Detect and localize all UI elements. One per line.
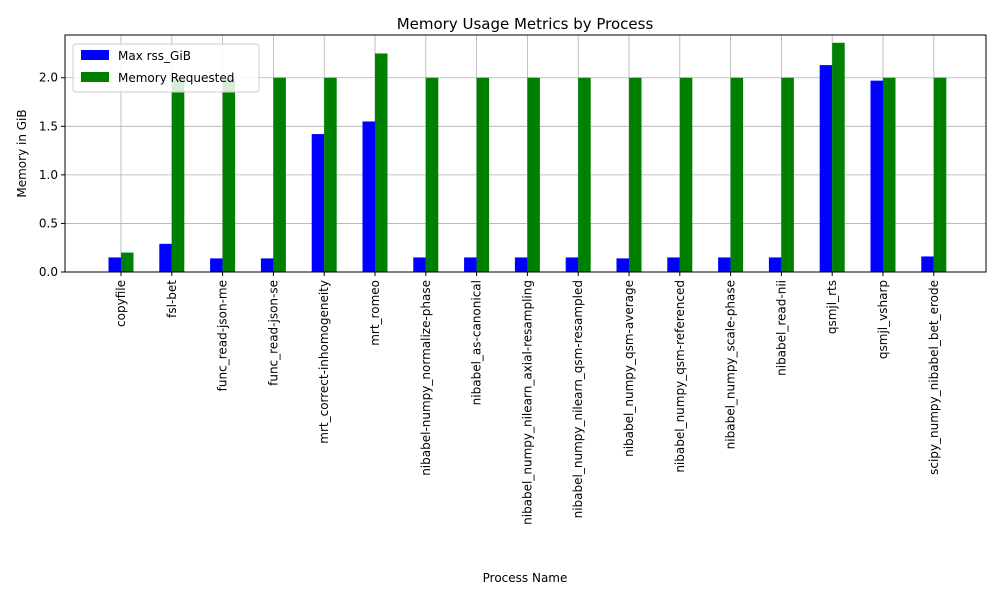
legend: Max rss_GiB Memory Requested (72, 43, 260, 93)
bars (108, 42, 947, 273)
bar-memory-requested (222, 77, 236, 272)
bar-max-rss (768, 257, 782, 272)
bar-max-rss (718, 257, 731, 272)
legend-frame (72, 43, 260, 93)
x-tick-label: func_read-json-me (216, 280, 230, 391)
bar-memory-requested (933, 77, 947, 272)
y-tick-label: 2.0 (39, 71, 58, 85)
legend-swatch-memory-requested (81, 72, 109, 82)
bar-memory-requested (730, 77, 744, 272)
bar-memory-requested (121, 252, 134, 272)
x-tick-label: scipy_numpy_nibabel_bet_erode (927, 280, 941, 475)
x-tick-label: nibabel_numpy_qsm-referenced (673, 280, 687, 473)
x-tick-label: qsmjl_vsharp (876, 280, 890, 359)
x-axis: copyfile fsl-bet func_read-json-me func_rea… (114, 272, 941, 525)
x-tick-label: qsmjl_rts (825, 280, 839, 334)
plot-frame (64, 34, 987, 273)
x-tick-label: copyfile (114, 280, 128, 327)
y-tick-label: 0.5 (39, 216, 58, 230)
x-tick-label: nibabel-numpy_normalize-phase (419, 280, 433, 476)
x-tick-label: mrt_romeo (368, 280, 382, 346)
bar-max-rss (210, 258, 223, 272)
bar-memory-requested (679, 77, 693, 272)
legend-label-max-rss: Max rss_GiB (118, 49, 191, 63)
bar-memory-requested (578, 77, 591, 272)
x-tick-label: nibabel_as-canonical (470, 280, 484, 405)
bar-max-rss (819, 65, 833, 272)
bar-max-rss (362, 121, 375, 273)
y-tick-label: 1.5 (39, 119, 58, 133)
bar-max-rss (108, 257, 121, 272)
bar-max-rss (565, 257, 579, 272)
y-tick-label: 1.0 (39, 168, 58, 182)
x-tick-label: nibabel_numpy_nilearn_axial-resampling (520, 280, 534, 525)
x-tick-label: mrt_correct-inhomogeneity (317, 280, 331, 444)
bar-max-rss (260, 258, 274, 272)
x-tick-label: fsl-bet (165, 280, 179, 318)
bar-max-rss (870, 80, 883, 272)
y-axis-label: Memory in GiB (15, 109, 29, 197)
bar-max-rss (413, 257, 426, 272)
bar-memory-requested (476, 77, 490, 272)
bar-memory-requested (425, 77, 439, 272)
bar-max-rss (667, 257, 680, 272)
x-tick-label: func_read-json-se (266, 280, 280, 386)
x-axis-label: Process Name (483, 571, 568, 585)
bar-memory-requested (527, 77, 540, 272)
x-tick-label: nibabel_numpy_scale-phase (724, 280, 738, 449)
x-tick-label: nibabel_numpy_qsm-average (622, 280, 636, 457)
bar-memory-requested (375, 53, 388, 272)
bar-max-rss (921, 256, 934, 272)
legend-swatch-max-rss (81, 50, 109, 60)
bar-max-rss (514, 257, 528, 272)
bar-memory-requested (832, 42, 845, 272)
bar-memory-requested (324, 77, 337, 272)
bar-memory-requested (883, 77, 896, 272)
bar-memory-requested (171, 77, 185, 272)
bar-memory-requested (629, 77, 642, 272)
y-tick-label: 0.0 (39, 265, 58, 279)
chart-title: Memory Usage Metrics by Process (397, 15, 654, 33)
x-tick-label: nibabel_numpy_nilearn_qsm-resampled (571, 280, 585, 518)
bar-memory-requested (273, 77, 286, 272)
bar-max-rss (311, 134, 325, 272)
bar-max-rss (616, 258, 629, 272)
bar-memory-requested (781, 77, 794, 272)
bar-max-rss (464, 257, 477, 272)
x-tick-label: nibabel_read-nii (774, 280, 788, 376)
bar-max-rss (159, 243, 172, 272)
legend-label-memory-requested: Memory Requested (118, 71, 234, 85)
y-axis: 0.0 0.5 1.0 1.5 2.0 (39, 71, 65, 279)
